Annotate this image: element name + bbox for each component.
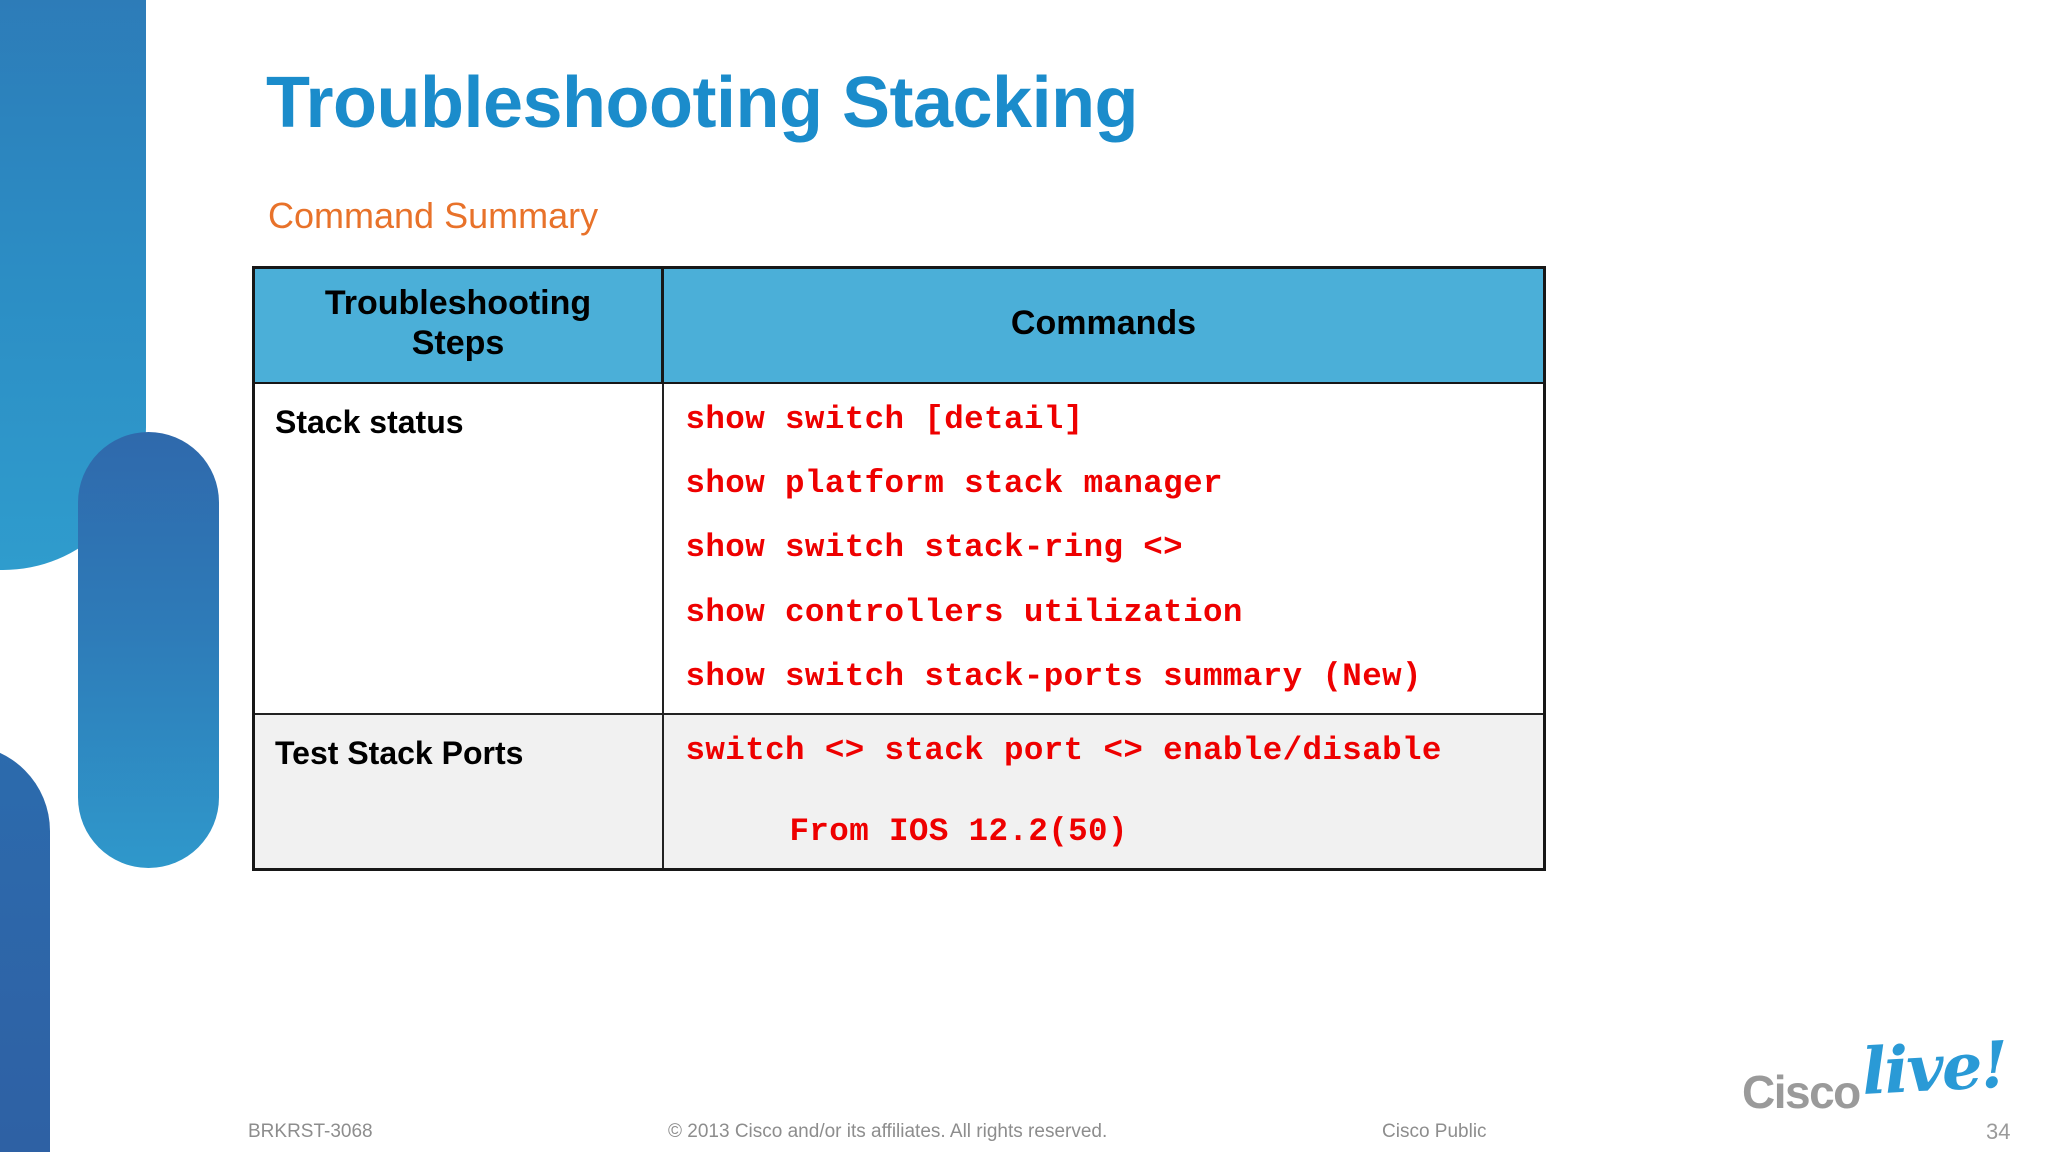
command-note-ios-version: From IOS 12.2(50) xyxy=(789,812,1128,850)
cisco-live-logo: Cisco live! xyxy=(1742,1028,2010,1118)
command-list-test-stack-ports: switch <> stack port <> enable/disable F… xyxy=(661,713,1546,871)
command-line: show switch [detail] xyxy=(685,400,1084,438)
step-label-stack-status: Stack status xyxy=(252,381,664,716)
footer-copyright: © 2013 Cisco and/or its affiliates. All … xyxy=(668,1121,1108,1142)
page-subtitle: Command Summary xyxy=(268,195,599,236)
decorative-pills-graphic xyxy=(0,0,260,1152)
command-line: show switch stack-ring <> xyxy=(685,529,1184,567)
command-summary-table: Troubleshooting Steps Commands Stack sta… xyxy=(252,266,1546,872)
footer-classification: Cisco Public xyxy=(1382,1121,1487,1142)
command-line: switch <> stack port <> enable/disable xyxy=(685,732,1442,770)
page-title: Troubleshooting Stacking xyxy=(266,63,1139,143)
table-row: Stack status show switch [detail] show p… xyxy=(252,381,1546,716)
command-line: show platform stack manager xyxy=(685,464,1223,502)
command-line: show switch stack-ports summary (New) xyxy=(685,658,1422,696)
table-header: Troubleshooting Steps Commands xyxy=(252,266,1546,384)
decorative-pill-3 xyxy=(0,745,50,1152)
command-list-stack-status: show switch [detail] show platform stack… xyxy=(661,381,1546,716)
decorative-pill-2 xyxy=(78,432,219,868)
footer-session-id: BRKRST-3068 xyxy=(248,1121,373,1142)
column-header-steps-line1: Troubleshooting xyxy=(324,284,592,323)
column-header-troubleshooting-steps: Troubleshooting Steps xyxy=(252,266,664,384)
column-header-steps-line2: Steps xyxy=(411,324,505,363)
table-row: Test Stack Ports switch <> stack port <>… xyxy=(252,713,1546,871)
command-line: show controllers utilization xyxy=(685,593,1243,631)
logo-cisco-wordmark: Cisco xyxy=(1742,1066,1861,1118)
table-header-row: Troubleshooting Steps Commands xyxy=(252,266,1546,384)
column-header-commands: Commands xyxy=(661,266,1546,384)
logo-live-wordmark: live! xyxy=(1860,1027,2009,1110)
table-body: Stack status show switch [detail] show p… xyxy=(252,381,1546,871)
page-number: 34 xyxy=(1986,1119,2011,1144)
step-label-test-stack-ports: Test Stack Ports xyxy=(252,713,664,871)
decorative-pill-1 xyxy=(0,0,146,570)
